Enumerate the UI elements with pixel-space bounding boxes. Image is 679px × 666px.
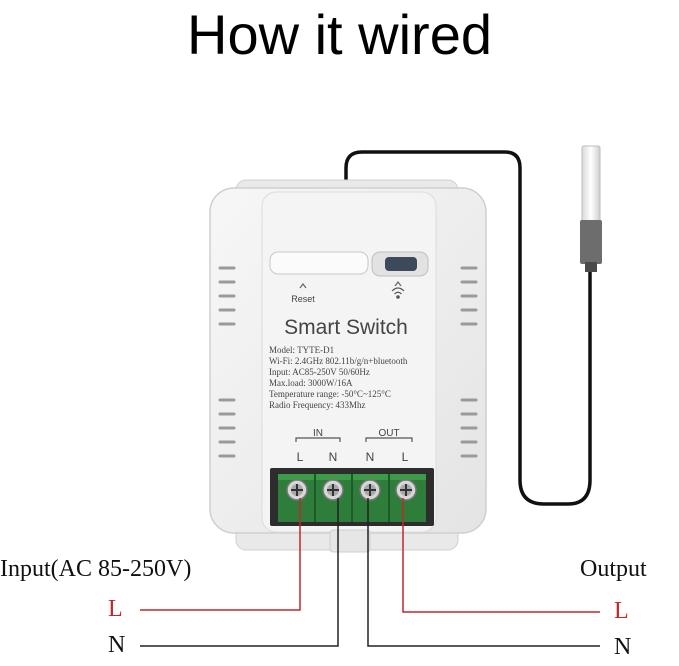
- input-live-wire: [140, 498, 301, 611]
- terminal-letter: N: [366, 450, 375, 464]
- input-neutral-wire: [140, 498, 339, 647]
- terminal-letter: L: [297, 450, 304, 464]
- caret-up-icon: [299, 283, 307, 289]
- vent-slots-left: [218, 266, 236, 458]
- right-live-label: L: [614, 598, 629, 624]
- device-name: Smart Switch: [284, 316, 408, 339]
- terminal-group-in: IN: [313, 428, 323, 439]
- left-live-label: L: [108, 596, 123, 622]
- temperature-probe: [580, 145, 602, 272]
- terminal-screw: [359, 479, 381, 501]
- wifi-icon: [391, 287, 405, 299]
- vent-slots-right: [460, 266, 478, 458]
- diagram-title: How it wired: [187, 3, 492, 66]
- terminal-screw: [286, 479, 308, 501]
- terminal-group-out: OUT: [378, 428, 399, 439]
- led-window: [371, 251, 429, 277]
- terminal-group-brackets: [295, 437, 413, 442]
- reset-button[interactable]: [269, 251, 369, 275]
- sensor-cable: [344, 150, 592, 506]
- terminal-letter: N: [329, 450, 338, 464]
- input-label: Input(AC 85-250V): [0, 556, 192, 582]
- spec-line: Radio Frequency: 433Mhz: [269, 400, 365, 410]
- terminal-screw: [322, 479, 344, 501]
- spec-line: Temperature range: -50°C~125°C: [269, 389, 391, 399]
- spec-list: Model: TYTE-D1 Wi-Fi: 2.4GHz 802.11b/g/n…: [269, 345, 408, 410]
- output-neutral-wire: [367, 498, 600, 647]
- output-live-wire: [402, 498, 600, 613]
- reset-label: Reset: [291, 294, 315, 304]
- terminal-letters: L N N L: [297, 450, 409, 464]
- terminal-screw: [395, 479, 417, 501]
- spec-line: Input: AC85-250V 50/60Hz: [269, 367, 370, 377]
- spec-line: Model: TYTE-D1: [269, 345, 334, 355]
- output-label: Output: [580, 556, 647, 582]
- spec-line: Wi-Fi: 2.4GHz 802.11b/g/n+bluetooth: [269, 356, 408, 366]
- spec-line: Max.load: 3000W/16A: [269, 378, 353, 388]
- right-neutral-label: N: [614, 634, 632, 660]
- left-neutral-label: N: [108, 632, 126, 658]
- terminal-letter: L: [402, 450, 409, 464]
- caret-up-icon: [394, 281, 402, 287]
